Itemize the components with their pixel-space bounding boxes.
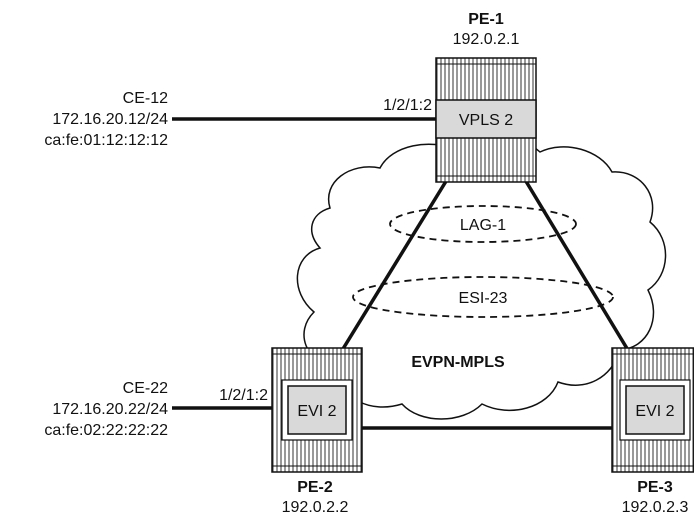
pe2-address: 192.0.2.2 bbox=[282, 499, 349, 516]
lag-1-ellipse bbox=[389, 205, 577, 243]
evpn-mpls-label: EVPN-MPLS bbox=[411, 354, 505, 371]
ce22-mac: ca:fe:02:22:22:22 bbox=[44, 422, 168, 439]
ce22-name: CE-22 bbox=[123, 380, 168, 397]
pe1-port-label: 1/2/1:2 bbox=[383, 97, 432, 114]
pe3-address: 192.0.2.3 bbox=[622, 499, 689, 516]
ce12-ip: 172.16.20.12/24 bbox=[52, 111, 168, 128]
pe3-name: PE-3 bbox=[637, 479, 673, 496]
pe2-name: PE-2 bbox=[297, 479, 333, 496]
pe3-evi2-box bbox=[625, 385, 685, 435]
ce12-name: CE-12 bbox=[123, 90, 168, 107]
pe3-service-label: EVI 2 bbox=[635, 403, 674, 420]
pe2-service-label: EVI 2 bbox=[297, 403, 336, 420]
ce12-mac: ca:fe:01:12:12:12 bbox=[44, 132, 168, 149]
lag-1-label: LAG-1 bbox=[460, 217, 506, 234]
pe2-port-label: 1/2/1:2 bbox=[219, 387, 268, 404]
pe1-name: PE-1 bbox=[468, 11, 504, 28]
pe2-router[interactable] bbox=[271, 347, 363, 473]
ce22-ip: 172.16.20.22/24 bbox=[52, 401, 168, 418]
esi-23-label: ESI-23 bbox=[459, 290, 508, 307]
esi-23-ellipse bbox=[352, 276, 614, 318]
vpls2-box bbox=[435, 99, 537, 139]
link-pe1-pe2 bbox=[328, 177, 450, 371]
pe1-service-label: VPLS 2 bbox=[459, 112, 513, 129]
pe1-address: 192.0.2.1 bbox=[453, 31, 520, 48]
pe2-evi2-box bbox=[287, 385, 347, 435]
pe3-router[interactable] bbox=[611, 347, 694, 473]
pe1-router[interactable] bbox=[435, 57, 537, 183]
